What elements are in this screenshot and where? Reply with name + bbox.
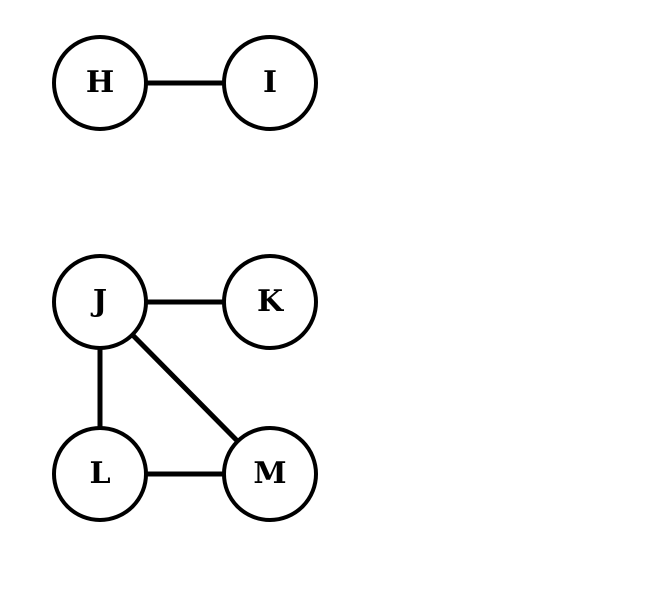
node-j: J [52,254,148,350]
node-k: K [222,254,318,350]
node-circle-i [222,35,318,131]
node-m: M [222,426,318,522]
node-circle-h [52,35,148,131]
node-label-k: K [257,284,284,319]
node-circle-j [52,254,148,350]
node-label-m: M [253,456,286,491]
node-circle-k [222,254,318,350]
node-circle-l [52,426,148,522]
node-l: L [52,426,148,522]
node-label-h: H [86,65,114,100]
node-i: I [222,35,318,131]
nodes-layer: H I J K L M [52,35,318,522]
node-label-j: J [90,284,107,319]
node-h: H [52,35,148,131]
node-label-l: L [89,456,110,491]
node-label-i: I [263,65,277,100]
node-circle-m [222,426,318,522]
